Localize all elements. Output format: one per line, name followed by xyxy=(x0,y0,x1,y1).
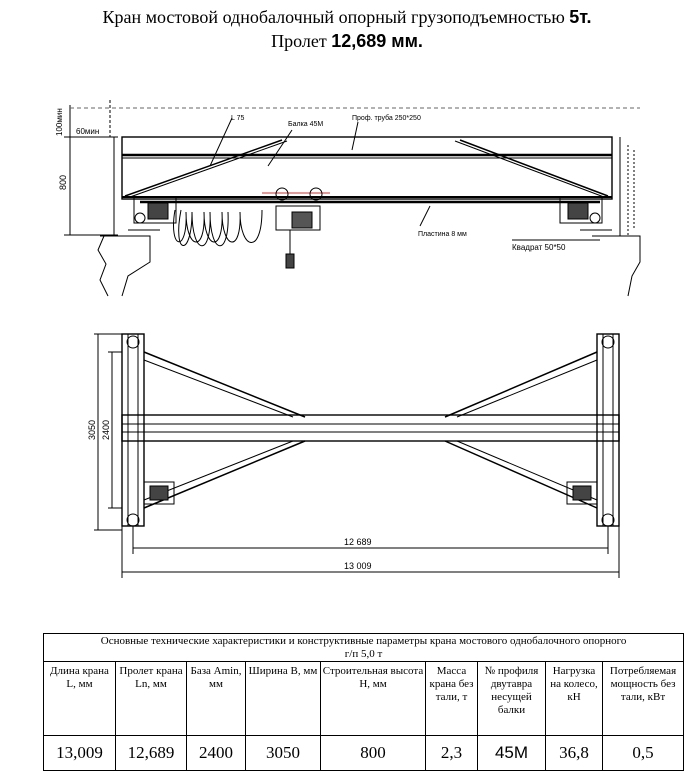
dim-2400: 2400 xyxy=(101,420,111,440)
dim-800: 800 xyxy=(58,175,68,190)
dim-span: 12 689 xyxy=(344,537,372,547)
crane-elevation-drawing: L 75 Балка 45М Проф. труба 250*250 Пласт… xyxy=(55,100,641,297)
dim-60min: 60мин xyxy=(76,127,99,136)
title-text: Кран мостовой однобалочный опорный грузо… xyxy=(102,7,570,27)
label-truba: Проф. труба 250*250 xyxy=(352,114,421,122)
dim-100min: 100мин xyxy=(55,108,64,136)
title-capacity: 5т. xyxy=(569,7,592,27)
header-cell: Нагрузка на колесо, кН xyxy=(545,661,603,736)
label-kvadrat: Квадрат 50*50 xyxy=(512,243,566,252)
table-caption: Основные технические характеристики и ко… xyxy=(42,633,685,662)
header-cell: № профиля двутавра несущей балки xyxy=(477,661,546,736)
header-cell: Длина крана L, мм xyxy=(43,661,116,736)
crane-plan-drawing: 3050 2400 12 689 13 009 xyxy=(87,333,620,578)
value-cell: 36,8 xyxy=(545,735,603,771)
page-title: Кран мостовой однобалочный опорный грузо… xyxy=(0,6,694,28)
value-cell: 0,5 xyxy=(601,735,685,771)
header-cell: Пролет крана Ln, мм xyxy=(115,661,187,736)
spec-table: Основные технические характеристики и ко… xyxy=(42,633,685,771)
value-cell: 2,3 xyxy=(425,735,478,771)
dim-3050: 3050 xyxy=(87,420,97,440)
header-cell: Масса крана без тали, т xyxy=(425,661,478,736)
value-cell: 45М xyxy=(477,735,546,771)
label-balka: Балка 45М xyxy=(288,121,323,128)
value-cell: 12,689 xyxy=(115,735,187,771)
label-l75: L 75 xyxy=(231,115,244,122)
dim-total: 13 009 xyxy=(344,561,372,571)
caption-line1: Основные технические характеристики и ко… xyxy=(100,635,627,647)
subtitle-text: Пролет xyxy=(271,31,332,51)
caption-line2: г/п 5,0 т xyxy=(344,648,383,660)
header-cell: Строительная высота Н, мм xyxy=(320,661,426,736)
header-cell: База Amin, мм xyxy=(186,661,246,736)
value-cell: 800 xyxy=(320,735,426,771)
value-cell: 2400 xyxy=(186,735,246,771)
header-cell: Ширина В, мм xyxy=(245,661,321,736)
value-cell: 13,009 xyxy=(43,735,116,771)
header-cell: Потребляемая мощность без тали, кВт xyxy=(601,661,685,736)
value-cell: 3050 xyxy=(245,735,321,771)
label-plastina: Пластина 8 мм xyxy=(418,231,467,238)
page-subtitle: Пролет 12,689 мм. xyxy=(0,30,694,52)
subtitle-span: 12,689 мм. xyxy=(331,31,423,51)
